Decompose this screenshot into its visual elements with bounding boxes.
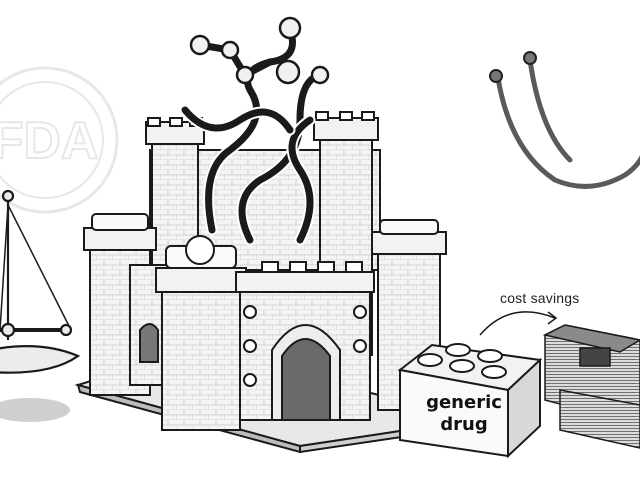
stethoscope-icon	[489, 51, 640, 189]
generic-drug-label-line2: drug	[440, 414, 488, 435]
castle-gate-house	[235, 261, 375, 421]
arrow-icon	[479, 311, 558, 336]
cost-savings-label: cost savings	[500, 290, 580, 306]
scale-icon	[0, 189, 81, 422]
money-stack-icon	[542, 324, 640, 449]
generic-drug-label-line1: generic	[426, 392, 502, 413]
fda-seal-watermark: FDA	[0, 66, 119, 214]
generic-drug-label: generic drug	[404, 392, 524, 436]
castle-tower-front-center	[155, 235, 247, 431]
generic-drug-brick	[397, 343, 543, 459]
molecule-icon	[179, 16, 330, 246]
fda-seal-letters: FDA	[0, 112, 98, 170]
